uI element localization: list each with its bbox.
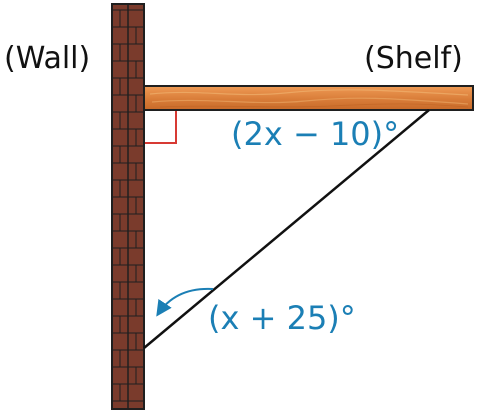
support-brace	[143, 109, 430, 349]
shelf-grain	[159, 103, 469, 108]
shelf-board	[143, 85, 474, 111]
wall-label: (Wall)	[4, 41, 91, 76]
brick-wall	[111, 3, 145, 410]
bottom-angle-label: (x + 25)°	[208, 299, 356, 337]
wooden-shelf	[143, 85, 474, 111]
shelf-grain	[149, 89, 469, 96]
angle-arc-arrow	[156, 287, 214, 317]
shelf-label: (Shelf)	[364, 41, 463, 76]
right-angle-marker	[145, 111, 177, 144]
shelf-grain	[151, 97, 469, 105]
top-angle-label: (2x − 10)°	[231, 115, 400, 153]
